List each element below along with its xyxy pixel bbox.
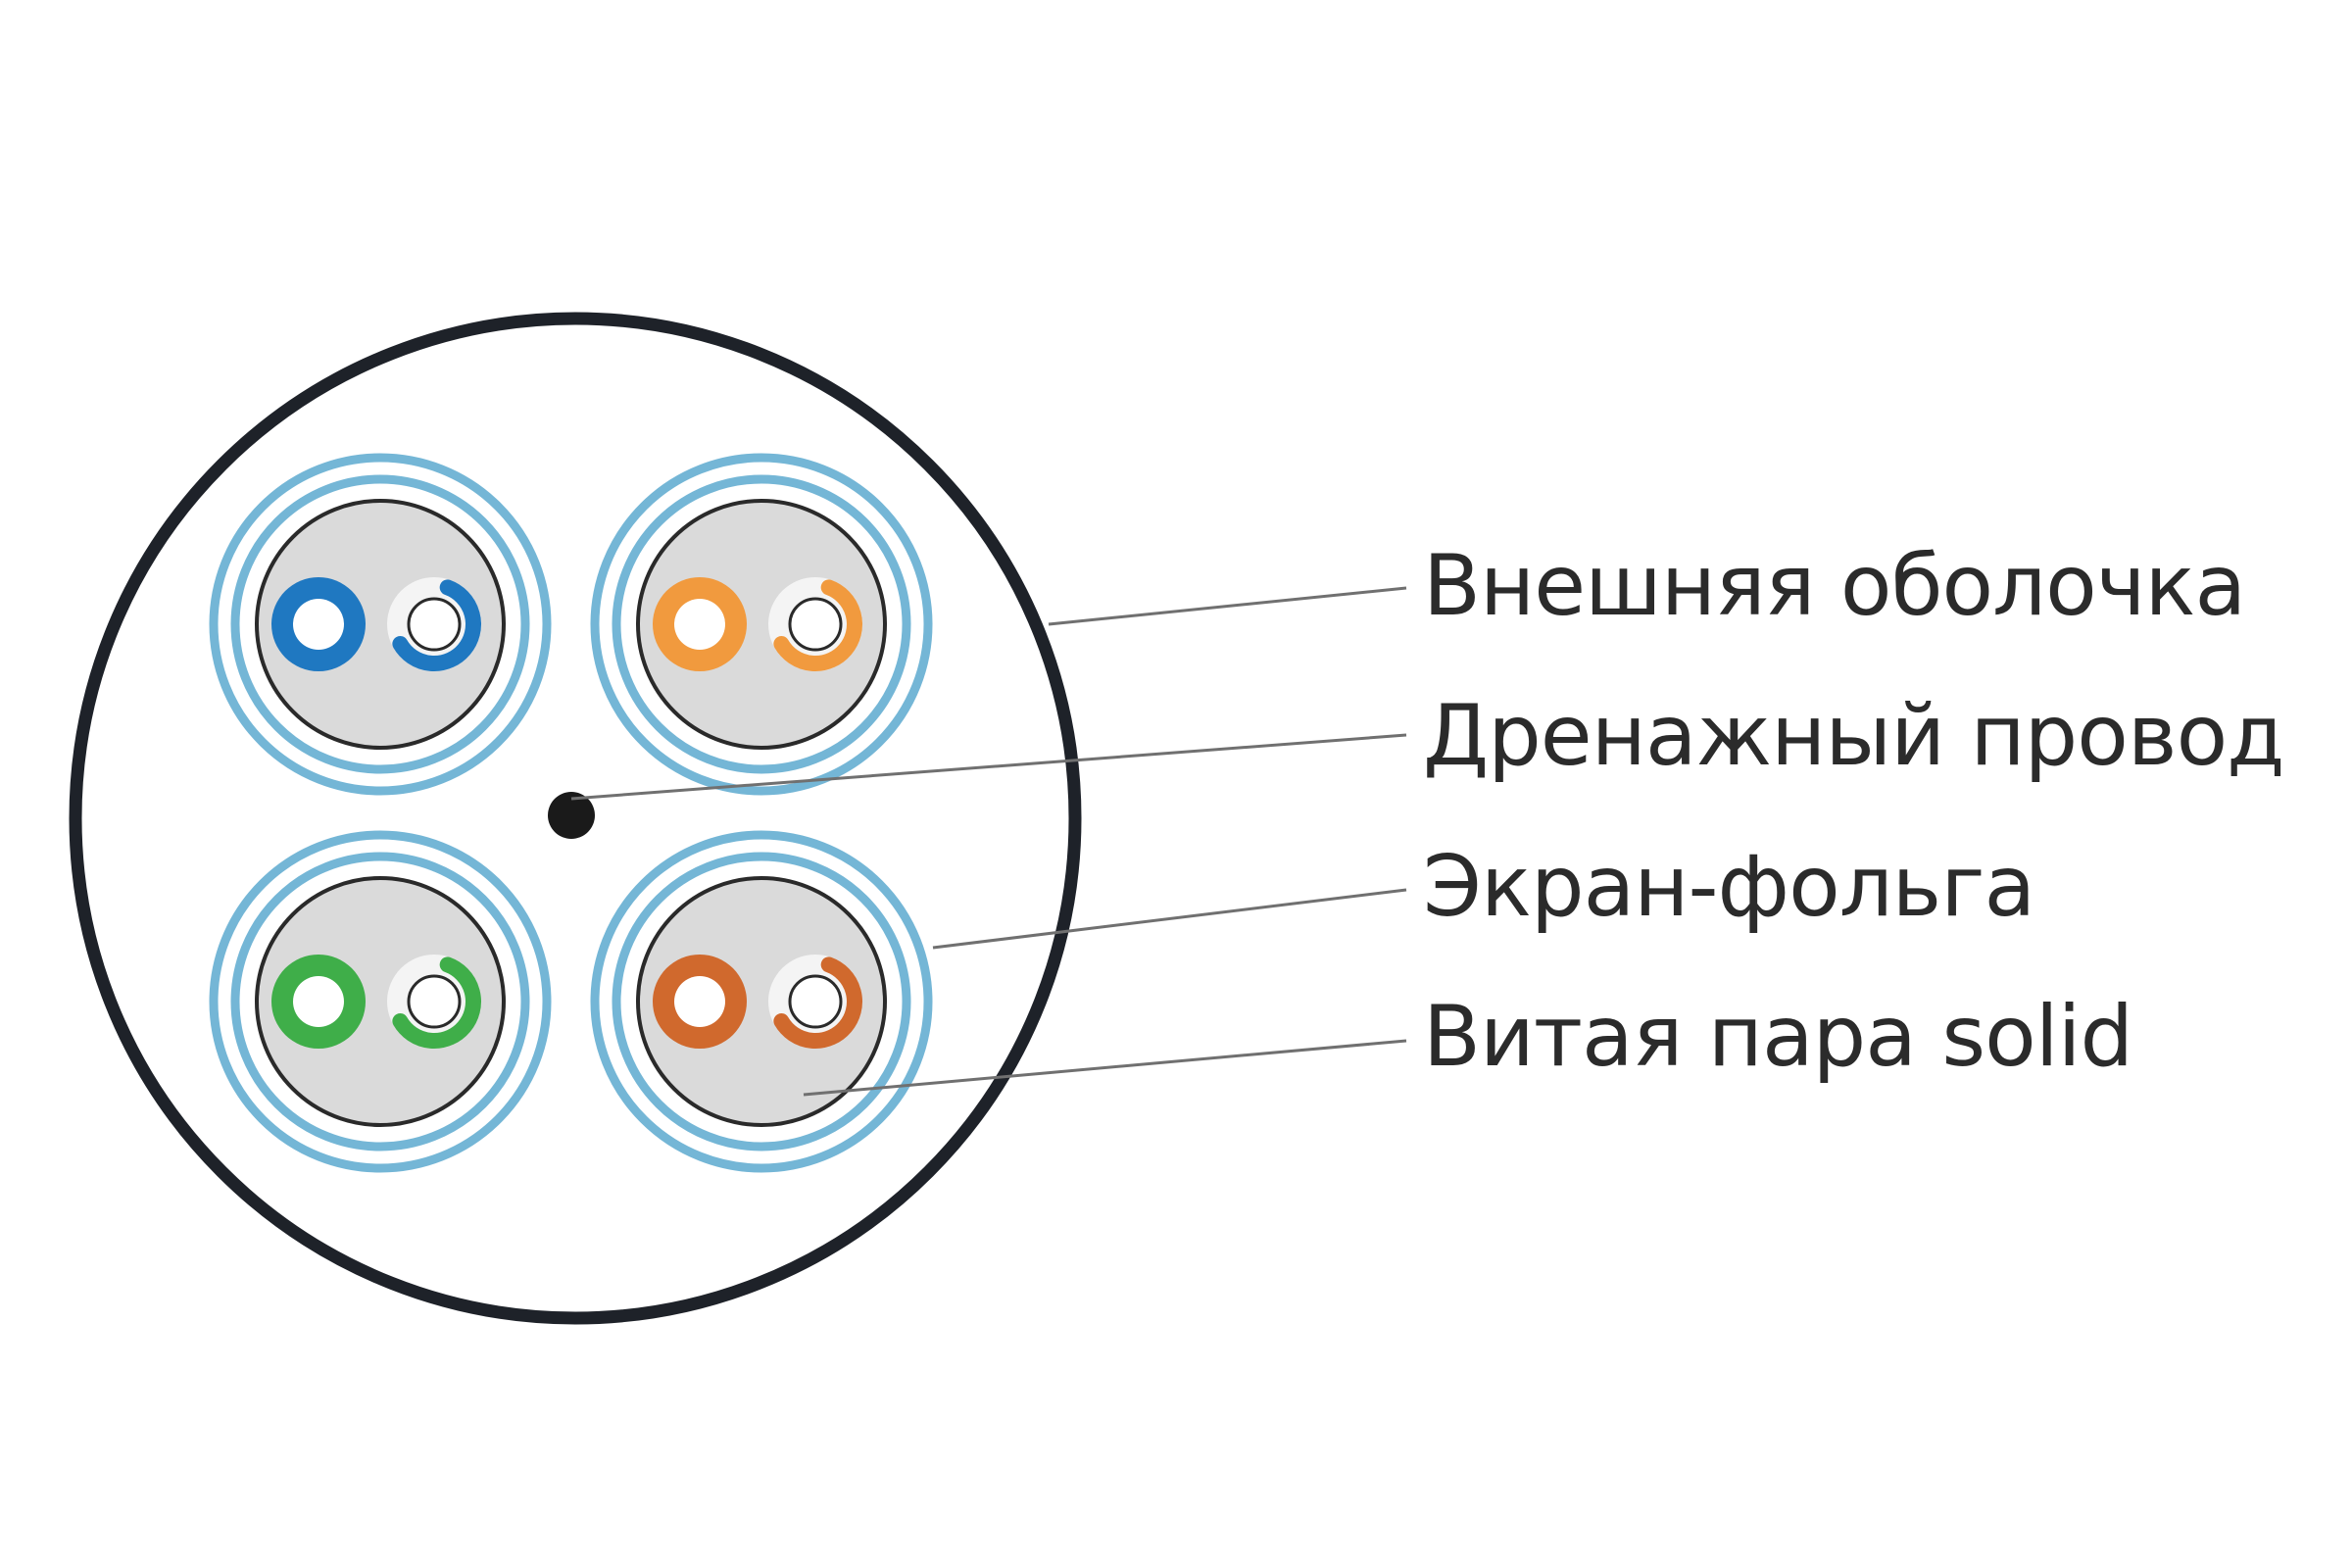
conductor-stripe (392, 579, 481, 671)
conductor-stripe (392, 956, 481, 1049)
conductor-stripe (773, 956, 862, 1049)
conductor-copper (674, 976, 725, 1027)
label-outer-jacket: Внешняя оболочка (1423, 537, 2246, 635)
conductor-copper-striped (407, 597, 462, 652)
pair-core (255, 876, 506, 1127)
conductor-copper-striped (788, 974, 843, 1029)
twisted-pairs-group (209, 453, 933, 1173)
label-foil-shield: Экран-фольга (1423, 838, 2035, 936)
conductor-stripe (773, 579, 862, 671)
conductor-copper-striped (788, 597, 843, 652)
pair-green (209, 830, 552, 1173)
leader-line-foil-shield (932, 888, 1407, 950)
pair-brown (590, 830, 933, 1173)
leader-line-drain-wire (570, 733, 1407, 801)
pair-core (255, 499, 506, 750)
conductor-copper (293, 599, 344, 650)
leader-line-twisted-pair (803, 1039, 1407, 1097)
drain-wire-dot (548, 792, 595, 839)
label-drain-wire: Дренажный провод (1423, 687, 2285, 785)
conductor-copper (293, 976, 344, 1027)
pair-core (636, 499, 887, 750)
pair-blue (209, 453, 552, 796)
label-twisted-pair: Витая пара solid (1423, 988, 2133, 1086)
pair-core (636, 876, 887, 1127)
leader-line-outer-jacket (1048, 586, 1407, 626)
conductor-copper (674, 599, 725, 650)
conductor-copper-striped (407, 974, 462, 1029)
pair-orange (590, 453, 933, 796)
